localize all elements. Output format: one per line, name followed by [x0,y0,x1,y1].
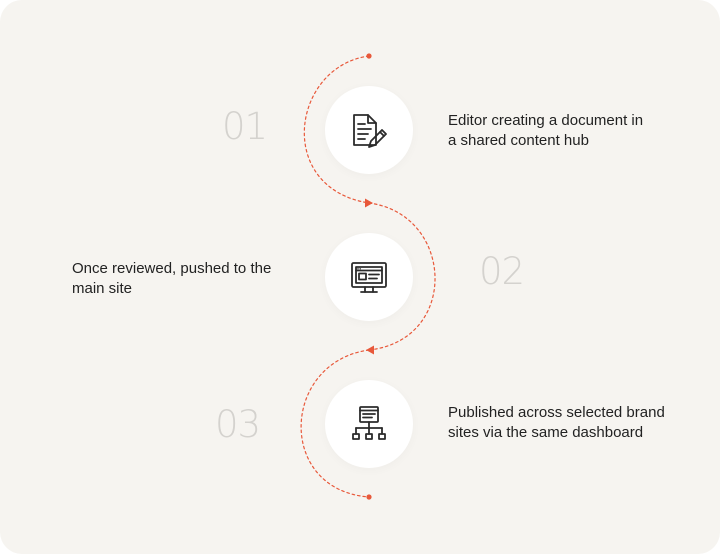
step-1-circle [325,86,413,174]
step-2-description: Once reviewed, pushed to the main site [72,260,272,297]
connector-start-dot [366,53,372,59]
step-1-description: Editor creating a document in a shared c… [448,112,644,149]
step-3-circle [325,380,413,468]
connector-end-dot [366,494,372,500]
step-2-circle [325,233,413,321]
connector-segment-1 [303,55,370,204]
monitor-webpage-icon [351,262,387,293]
step-number-2: 02 [479,250,525,293]
step-number-3: 03 [215,403,261,446]
connector-arrow-1 [365,198,373,208]
connector-arrow-2 [366,345,374,355]
site-network-icon [352,406,386,440]
document-edit-icon [353,114,387,148]
step-3-description: Published across selected brand sites vi… [448,404,665,441]
connector-segment-3 [300,349,370,498]
step-number-1: 01 [222,105,268,148]
